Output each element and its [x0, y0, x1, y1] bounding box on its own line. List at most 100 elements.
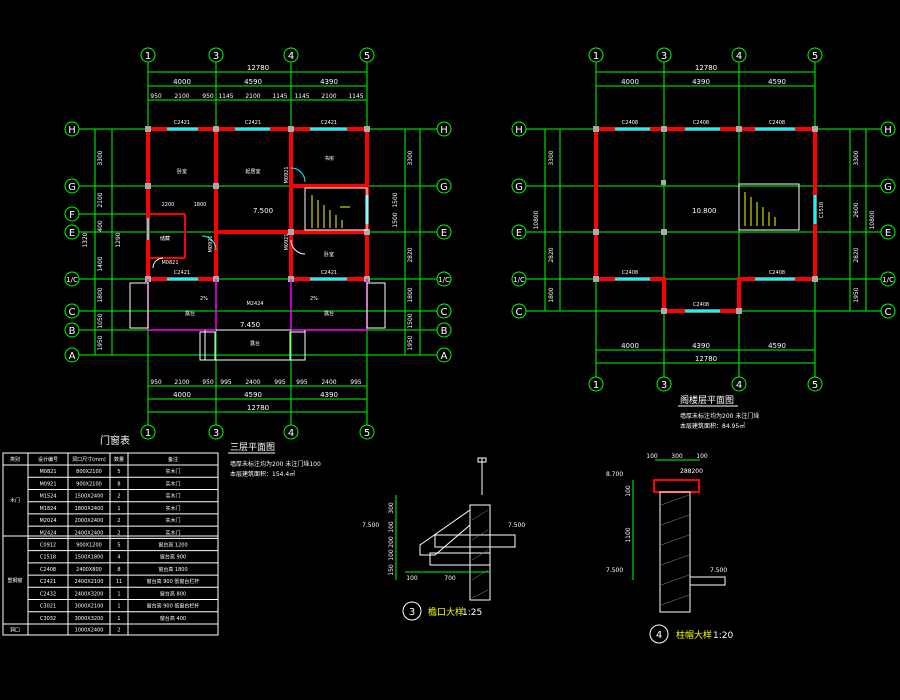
table-cell: 实木门 [165, 480, 180, 487]
dim-v: 200 [388, 536, 395, 548]
table-cell: 2 [117, 530, 120, 536]
axis-bubble: E [441, 228, 447, 239]
table-cell: 木门 [10, 497, 20, 504]
dim-v: 10800 [869, 210, 876, 229]
dim-span: 4590 [768, 342, 786, 350]
axis-bubble: 4 [288, 51, 294, 62]
table-header: 类别 [10, 456, 20, 463]
table-cell: 窗台高 400 [160, 615, 186, 622]
table-cell: 2 [117, 628, 120, 634]
axis-bubble: 5 [364, 51, 370, 62]
dim-sub: 950 [202, 93, 214, 100]
axis-bubble: 5 [812, 51, 818, 62]
table-cell: M2424 [39, 530, 56, 536]
door-label: M2424 [246, 301, 263, 307]
dim-sub: 2100 [321, 93, 336, 100]
dim-span: 4590 [768, 78, 786, 86]
table-cell: 1 [117, 616, 120, 622]
axis-bubble: H [440, 125, 448, 136]
dim-v: 3300 [548, 150, 555, 165]
dim-v: 1800 [548, 287, 555, 302]
dim-v: 100 [388, 521, 395, 533]
axis-bubble: H [515, 125, 523, 136]
plan-note: 本层建筑面积：84.95㎡ [680, 422, 745, 430]
table-cell: C0912 [40, 543, 56, 549]
table-cell: 800X2100 [76, 469, 102, 475]
dim-h: 300 [671, 453, 683, 460]
dim-sub: 995 [274, 379, 286, 386]
detail-number: 3 [409, 607, 415, 618]
dim-v: 1050 [97, 313, 104, 328]
dim-span: 4590 [244, 391, 262, 399]
axis-bubble: 1 [145, 51, 151, 62]
dim-small: 1800 [194, 202, 207, 208]
dim-sub: 995 [220, 379, 232, 386]
window-label: C2408 [693, 302, 709, 308]
dim-h: 100 [696, 453, 708, 460]
window-label: C2408 [769, 120, 785, 126]
window-label: C2408 [769, 270, 785, 276]
dim-v: 1950 [407, 335, 414, 350]
table-title: 门窗表 [100, 434, 130, 447]
table-cell: 2400X3200 [75, 591, 104, 597]
room-label: 卧室 [177, 168, 187, 175]
dim-v: 3300 [97, 150, 104, 165]
dim-v: 10800 [533, 210, 540, 229]
plan-title: 阁楼层平面图 [680, 394, 734, 406]
axis-bubble: 1 [145, 428, 151, 439]
dim-sub: 950 [150, 93, 162, 100]
table-cell: M1824 [39, 506, 56, 512]
table-cell: M2024 [39, 518, 56, 524]
dim-span: 4590 [244, 78, 262, 86]
door-label: M0921 [284, 166, 290, 183]
dim-sub: 2100 [174, 93, 189, 100]
dim-v: 1800 [407, 287, 414, 302]
table-cell: 2 [117, 494, 120, 500]
table-cell: C3021 [40, 604, 56, 610]
slope-label: 2% [200, 296, 208, 302]
table-cell: 窗台高 900 低窗台栏杆 [147, 578, 200, 585]
axis-bubble: B [441, 326, 448, 337]
axis-bubble: C [69, 307, 76, 318]
window-label: C2421 [174, 270, 190, 276]
table-cell: C2408 [40, 567, 56, 573]
table-cell: C2432 [40, 591, 56, 597]
dim-h: 700 [444, 575, 456, 582]
dim-v: 3300 [853, 150, 860, 165]
axis-bubble: 4 [736, 380, 742, 391]
dim-span: 4000 [173, 391, 191, 399]
axis-bubble: E [69, 228, 75, 239]
table-cell: C1518 [40, 555, 56, 561]
door-label: M0921 [284, 233, 290, 250]
table-cell: 1500X1800 [75, 555, 104, 561]
dim-v: 2820 [407, 247, 414, 262]
elevation-label: 10.800 [692, 207, 717, 215]
table-cell: 2400X800 [76, 567, 102, 573]
table-cell: 2 [117, 518, 120, 524]
axis-bubble: E [885, 228, 891, 239]
table-cell: 1 [117, 506, 120, 512]
dim-span: 4390 [320, 391, 338, 399]
dim-sub: 950 [150, 379, 162, 386]
dim-v: 300 [388, 502, 395, 514]
table-cell: 窗台高 900 [160, 554, 186, 561]
detail-3: 300 100 200 100 150 100 700 7.500 7.500 … [362, 457, 525, 621]
dim-span: 4390 [320, 78, 338, 86]
dim-sub: 2400 [245, 379, 260, 386]
table-cell: 4 [117, 555, 120, 561]
table-cell: 塑钢窗 [7, 577, 22, 584]
table-cell: 900X1200 [76, 543, 102, 549]
dim-span: 4390 [692, 78, 710, 86]
elevation-label: 7.450 [240, 321, 260, 329]
dim-span: 4000 [621, 342, 639, 350]
table-cell: C3032 [40, 616, 56, 622]
dim-v: 1100 [625, 527, 632, 542]
table-cell: 11 [116, 579, 122, 585]
table-cell: 900X2100 [76, 481, 102, 487]
dim-v: 2100 [97, 192, 104, 207]
table-header: 备注 [168, 456, 178, 463]
axis-bubble: G [884, 182, 892, 193]
dim-sub: 2100 [245, 93, 260, 100]
axis-bubble: C [516, 307, 523, 318]
